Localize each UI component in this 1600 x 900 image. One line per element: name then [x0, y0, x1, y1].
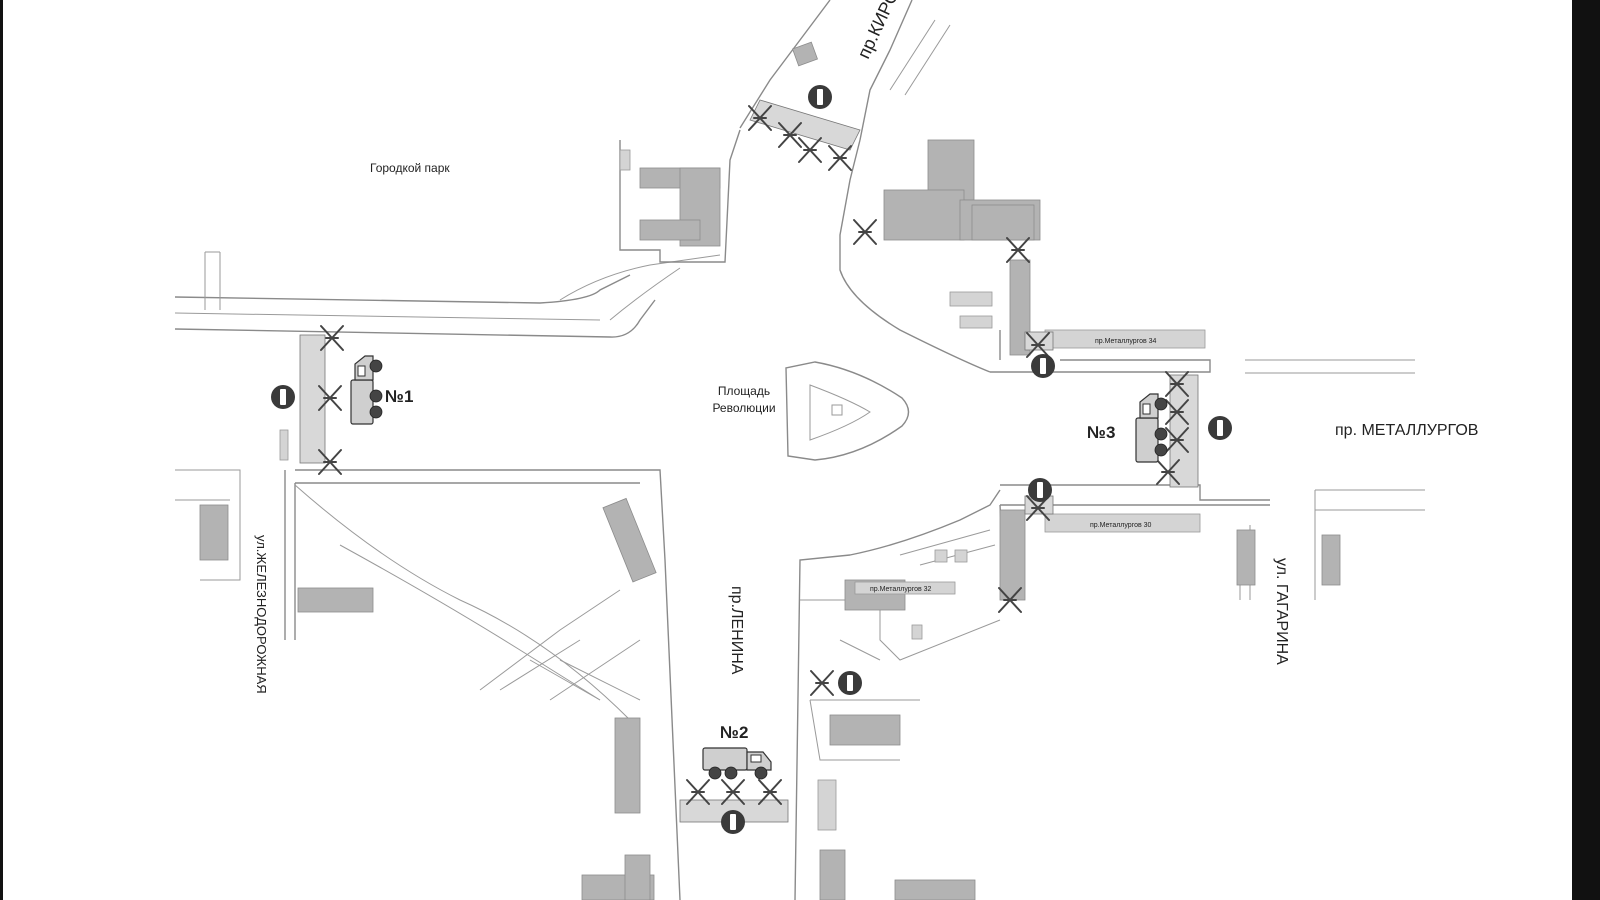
label-square-line1: Площадь [718, 384, 770, 398]
crossing-no1 [299, 334, 326, 464]
marker-no2: №2 [720, 723, 748, 742]
crossing-kirova [749, 99, 861, 151]
no-entry-sign-icon [1031, 354, 1055, 378]
label-city-park: Городкой парк [370, 161, 450, 175]
label-gagarina: ул. ГАГАРИНА [1273, 558, 1290, 665]
barrier-cross-icon [853, 219, 877, 245]
buildings [199, 41, 1341, 900]
no-entry-signs [271, 85, 1232, 834]
dump-truck-icon [350, 355, 383, 425]
no-entry-sign-icon [808, 85, 832, 109]
dump-truck-icon [702, 747, 772, 780]
barrier-cross-icon [828, 145, 852, 171]
pedestrian-crossings [299, 99, 1199, 823]
label-building-34: пр.Металлургов 34 [1095, 338, 1157, 345]
label-lenina: пр.ЛЕНИНА [728, 586, 745, 675]
barrier-cross-icon [798, 137, 822, 163]
no-entry-sign-icon [838, 671, 862, 695]
scan-border-left [0, 0, 3, 900]
scan-border-right [1572, 0, 1600, 900]
label-building-32: пр.Металлургов 32 [870, 586, 932, 593]
marker-no3: №3 [1087, 423, 1115, 442]
barrier-crosses [318, 105, 1189, 805]
road-network [174, 0, 1425, 900]
dump-truck-icon [1135, 393, 1168, 463]
no-entry-sign-icon [1208, 416, 1232, 440]
barrier-cross-icon [1006, 237, 1030, 263]
barrier-cross-icon [810, 670, 834, 696]
no-entry-sign-icon [1028, 478, 1052, 502]
marker-no1: №1 [385, 387, 413, 406]
no-entry-sign-icon [721, 810, 745, 834]
label-square-line2: Революции [712, 401, 775, 415]
label-building-30: пр.Металлургов 30 [1090, 522, 1152, 529]
label-metallurgov: пр. МЕТАЛЛУРГОВ [1335, 422, 1478, 439]
trucks [350, 355, 1168, 780]
label-zheleznodorozhnaya: ул.ЖЕЛЕЗНОДОРОЖНАЯ [254, 535, 269, 694]
no-entry-sign-icon [271, 385, 295, 409]
label-kirova: пр.КИРО [853, 0, 902, 62]
